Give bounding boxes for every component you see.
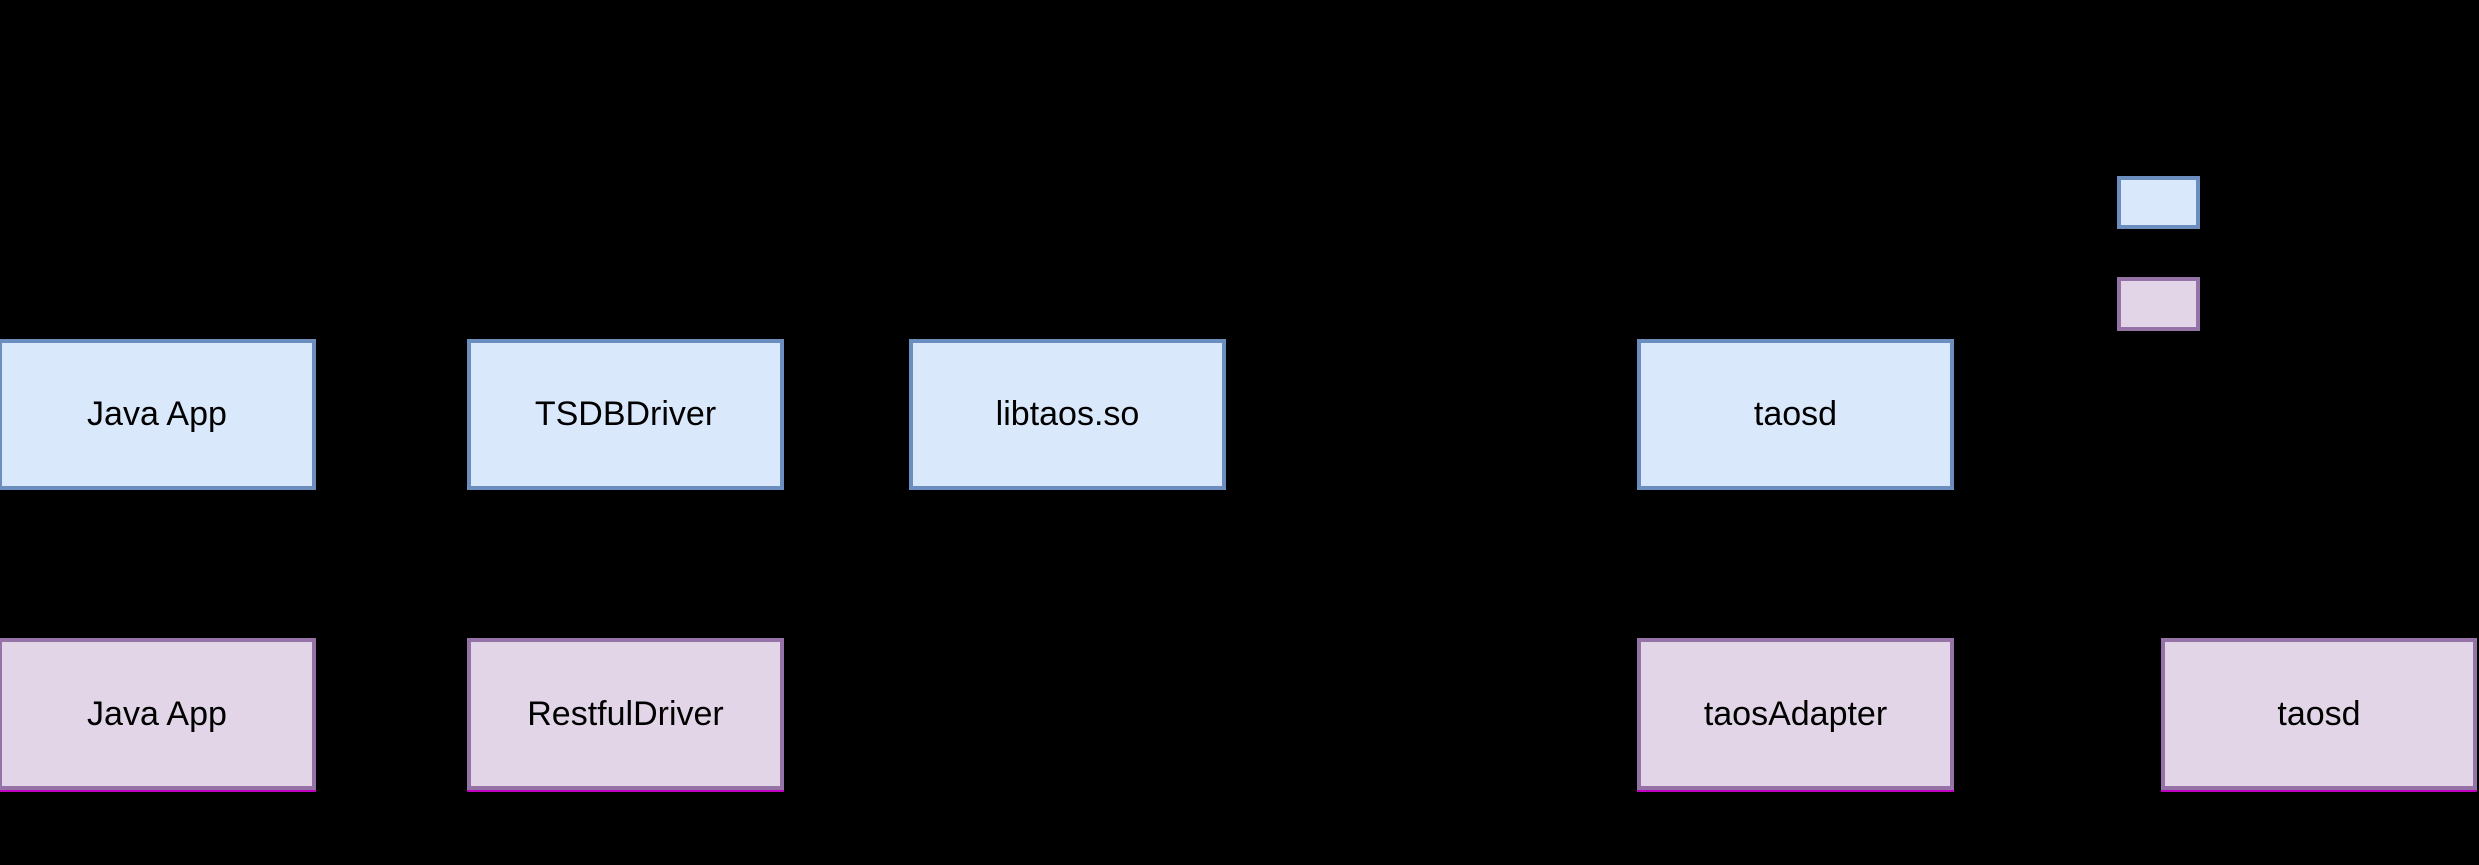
node-java-app-rest: Java App xyxy=(0,638,316,790)
node-tsdbdriver: TSDBDriver xyxy=(467,339,784,490)
legend-swatch-native xyxy=(2117,176,2200,229)
legend-swatch-rest xyxy=(2117,277,2200,331)
node-restfuldriver: RestfulDriver xyxy=(467,638,784,790)
node-taosd-native: taosd xyxy=(1637,339,1954,490)
node-java-app-native: Java App xyxy=(0,339,316,490)
node-taosd-rest: taosd xyxy=(2161,638,2477,790)
node-libtaos-so: libtaos.so xyxy=(909,339,1226,490)
node-taosadapter: taosAdapter xyxy=(1637,638,1954,790)
